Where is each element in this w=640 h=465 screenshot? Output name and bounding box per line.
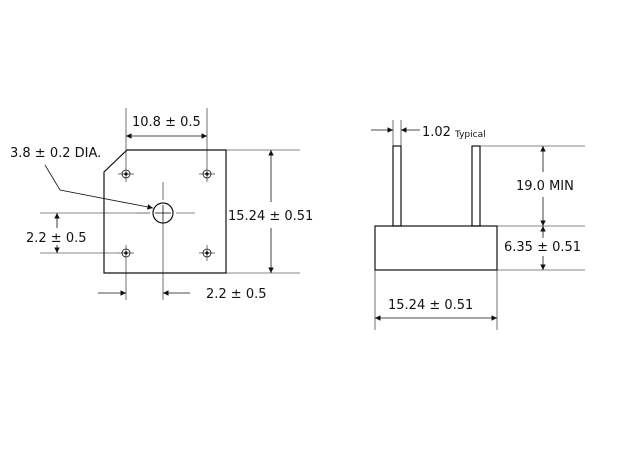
pin-spacing-dimension: 10.8 ± 0.5	[125, 108, 208, 166]
lead-pin-top-right	[199, 166, 215, 182]
pin-spacing-label: 10.8 ± 0.5	[132, 115, 201, 130]
body-width-dimension: 15.24 ± 0.51	[374, 270, 498, 330]
left-offset-dimension: 2.2 ± 0.5	[26, 212, 137, 254]
lead-width-label: 1.02	[422, 125, 451, 140]
top-view-package-outline	[103, 149, 227, 274]
lead-length-dimension: 19.0 MIN	[480, 145, 585, 227]
side-view: 1.02 Typical 19.0 MIN 6.35 ± 0.51 15.24 …	[371, 120, 585, 330]
bottom-offset-dimension: 2.2 ± 0.5	[98, 221, 267, 302]
body-height-label: 6.35 ± 0.51	[504, 240, 581, 255]
package-height-dimension: 15.24 ± 0.51	[226, 149, 313, 274]
side-view-lead-left	[392, 145, 402, 227]
side-view-body	[374, 225, 498, 271]
lead-length-label: 19.0 MIN	[516, 179, 574, 194]
left-offset-label: 2.2 ± 0.5	[26, 231, 87, 246]
side-view-lead-right	[471, 145, 481, 227]
lead-pin-top-left	[118, 166, 134, 182]
hole-diameter-label: 3.8 ± 0.2 DIA.	[10, 146, 101, 161]
body-height-dimension: 6.35 ± 0.51	[497, 226, 585, 271]
body-width-label: 15.24 ± 0.51	[388, 298, 473, 313]
bottom-offset-label: 2.2 ± 0.5	[206, 287, 267, 302]
lead-pin-bottom-left	[118, 245, 134, 261]
package-height-label: 15.24 ± 0.51	[228, 209, 313, 224]
hole-diameter-dimension: 3.8 ± 0.2 DIA.	[10, 146, 154, 210]
lead-pin-bottom-right	[199, 245, 215, 261]
top-view: 10.8 ± 0.5 3.8 ± 0.2 DIA. 15.24 ± 0.51 2…	[10, 108, 313, 302]
lead-width-dimension: 1.02 Typical	[371, 120, 486, 146]
lead-width-note: Typical	[454, 130, 486, 140]
